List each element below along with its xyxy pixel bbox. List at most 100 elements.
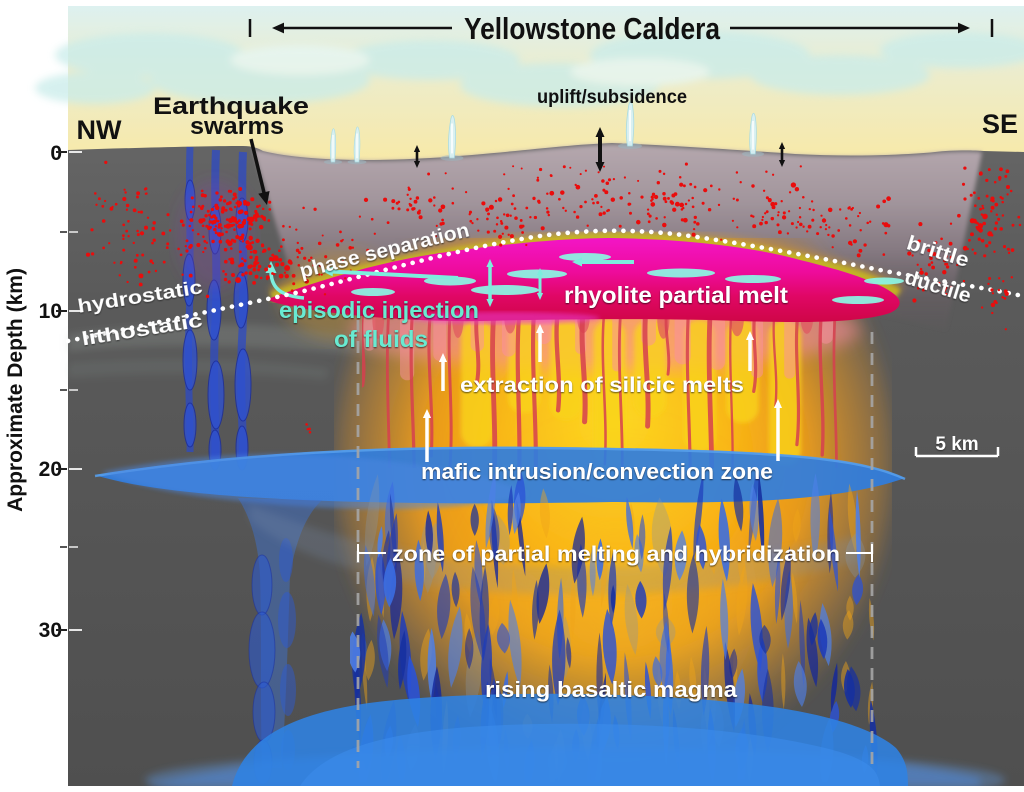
earthquake-dot [761, 215, 765, 219]
crimson-drip [832, 313, 838, 468]
earthquake-dot [1006, 185, 1010, 189]
earthquake-dot [985, 194, 989, 198]
earthquake-dot [816, 232, 820, 236]
earthquake-dot [214, 231, 218, 235]
earthquake-dot [237, 209, 243, 215]
earthquake-dot [255, 255, 259, 260]
earthquake-dot [771, 173, 775, 176]
basalt-dike-lens [810, 473, 820, 563]
earthquake-dot [971, 248, 974, 251]
earthquake-dot [519, 224, 524, 229]
earthquake-dot [254, 212, 259, 216]
earthquake-dot [602, 188, 606, 192]
earthquake-dot [884, 231, 888, 235]
earthquake-dot [512, 194, 515, 198]
earthquake-dot [532, 196, 536, 201]
earthquake-dot [265, 277, 269, 281]
earthquake-dot [629, 211, 632, 215]
earthquake-dot [254, 218, 258, 222]
earthquake-dot [278, 273, 284, 279]
basalt-dike-lens [662, 526, 673, 611]
earthquake-dot [241, 272, 245, 277]
earthquake-dot [191, 229, 195, 232]
earthquake-dot [386, 221, 390, 225]
basalt-dike-lens [596, 538, 604, 581]
earthquake-dot [519, 218, 523, 222]
basalt-dike-lens [384, 481, 395, 545]
earthquake-dot [213, 227, 217, 232]
earthquake-dot [233, 205, 237, 209]
earthquake-dot [575, 215, 580, 219]
earthquake-dot [471, 221, 474, 225]
earthquake-dot [234, 220, 238, 223]
earthquake-dot [847, 240, 853, 246]
earthquake-dot [969, 193, 973, 197]
earthquake-dot [486, 217, 489, 221]
earthquake-dot [257, 215, 261, 218]
basalt-dike-lens [718, 498, 730, 582]
earthquake-dot [776, 214, 780, 217]
earthquake-dot [427, 172, 431, 176]
earthquake-dot [780, 200, 783, 203]
earthquake-dot [146, 216, 150, 219]
earthquake-dot [529, 216, 532, 219]
earthquake-dot [179, 253, 183, 257]
earthquake-dot [998, 277, 1001, 280]
earthquake-dot [731, 219, 735, 222]
earthquake-dot [391, 206, 395, 210]
earthquake-dot [300, 246, 304, 250]
earthquake-dots [85, 160, 1022, 434]
earthquake-dot [433, 196, 436, 199]
earthquake-dot [696, 222, 700, 226]
earthquake-dot [135, 253, 139, 257]
basalt-dike-lens [774, 551, 781, 625]
earthquake-dot [161, 231, 166, 236]
earthquake-dot [977, 223, 984, 229]
earthquake-dot [308, 430, 312, 434]
earthquake-dot [318, 273, 321, 276]
earthquake-dot [598, 212, 603, 217]
earthquake-dot [1003, 289, 1008, 294]
earthquake-dot [259, 276, 263, 280]
arrowhead [958, 22, 970, 34]
earthquake-dot [296, 241, 299, 245]
earthquake-dot [248, 235, 253, 241]
earthquake-dot [691, 232, 696, 237]
earthquake-dot [413, 199, 418, 204]
y-axis-tick-0: 0 [50, 142, 62, 165]
earthquake-dot [237, 219, 241, 223]
earthquake-dot [507, 187, 510, 191]
earthquake-dot [321, 234, 324, 237]
arrowhead [778, 142, 786, 149]
earthquake-dot [618, 224, 622, 228]
earthquake-dot [151, 226, 156, 231]
earthquake-dot [592, 201, 595, 205]
earthquake-dot [125, 229, 129, 233]
earthquake-dot [942, 270, 947, 275]
earthquake-dot [203, 246, 207, 250]
earthquake-dot [138, 282, 143, 287]
earthquake-dot [211, 221, 215, 225]
earthquake-dot [662, 172, 666, 176]
orange-sliver [364, 639, 375, 681]
earthquake-dot [562, 165, 566, 169]
earthquake-dot [623, 176, 627, 179]
earthquake-dot [956, 263, 959, 267]
earthquake-dot [310, 256, 313, 259]
arrow-shaft [328, 269, 459, 280]
crimson-drip [752, 309, 758, 394]
earthquake-dot [545, 207, 549, 210]
earthquake-dot [468, 210, 473, 214]
earthquake-dot [770, 216, 775, 221]
earthquake-dot [658, 169, 662, 173]
basalt-dike-lens [733, 476, 744, 532]
basalt-dike-lens [635, 580, 647, 619]
earthquake-dot [497, 197, 503, 202]
earthquake-dot [469, 219, 473, 223]
earthquake-dot [999, 167, 1003, 172]
basalt-dike-lens [780, 546, 791, 621]
earthquake-dot [795, 226, 798, 229]
earthquake-dot [983, 254, 987, 258]
earthquake-dot [224, 208, 228, 212]
earthquake-dot [303, 256, 307, 260]
